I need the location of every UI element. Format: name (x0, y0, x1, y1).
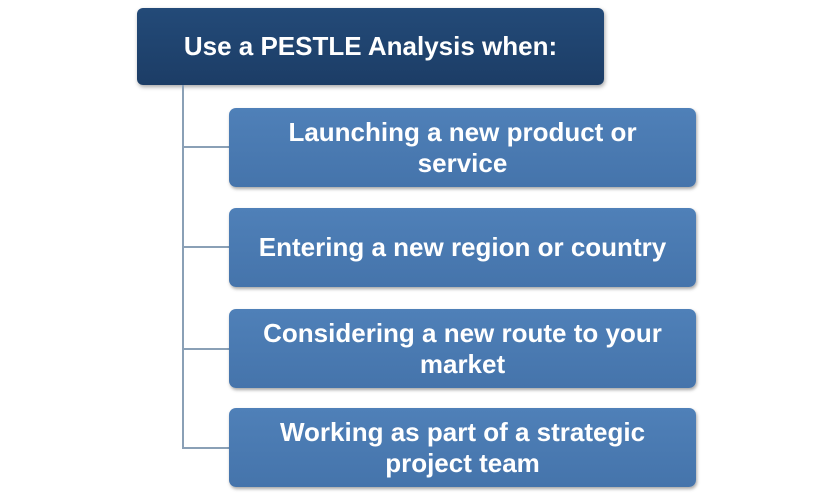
diagram-header: Use a PESTLE Analysis when: (137, 8, 604, 85)
connector-vertical (182, 85, 184, 448)
connector-branch (182, 146, 229, 148)
diagram-item: Launching a new product or service (229, 108, 696, 187)
diagram-item: Considering a new route to your market (229, 309, 696, 388)
diagram-item-label: Entering a new region or country (258, 232, 667, 262)
connector-branch (182, 348, 229, 350)
diagram-item-label: Launching a new product or service (288, 116, 637, 178)
diagram-item-label: Working as part of a strategic project t… (279, 416, 646, 478)
diagram-header-text: Use a PESTLE Analysis when: (183, 31, 558, 61)
connector-branch (182, 447, 229, 449)
diagram-item-label: Considering a new route to your market (263, 317, 662, 379)
diagram-item: Entering a new region or country (229, 208, 696, 287)
diagram-item: Working as part of a strategic project t… (229, 408, 696, 487)
connector-branch (182, 246, 229, 248)
